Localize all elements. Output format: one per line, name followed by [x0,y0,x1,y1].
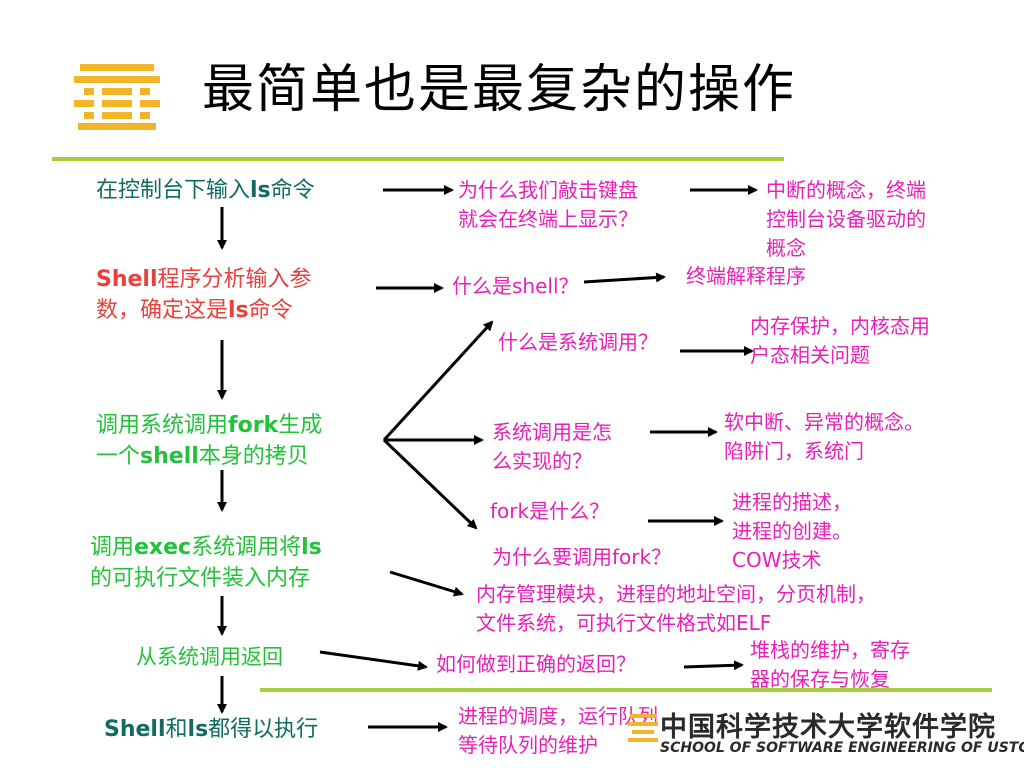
question-line: 进程的调度，运行队列 [458,704,658,728]
answer-interrupt: 中断的概念，终端 控制台设备驱动的 概念 [766,176,926,263]
step-4-text: 的可执行文件装入内存 [90,566,311,591]
question-line: 如何做到正确的返回？ [436,652,636,676]
step-3-fork: fork [228,413,279,438]
question-fork: fork是什么？ [490,497,609,526]
step-4-text: 系统调用将 [191,535,302,560]
answer-stack: 堆栈的维护，寄存 器的保存与恢复 [750,636,910,694]
step-2-text: 命令 [248,298,293,323]
question-schedule: 进程的调度，运行队列 等待队列的维护 [458,702,658,760]
question-line: 什么是shell？ [452,274,579,298]
flow-arrow [583,272,666,284]
flow-arrow [389,570,464,597]
question-syscall-impl: 系统调用是怎 么实现的？ [492,418,612,476]
page-title: 最简单也是最复杂的操作 [202,60,797,120]
answer-line: 堆栈的维护，寄存 [750,638,910,662]
step-6-text: 和 [165,717,188,742]
answer-line: 陷阱门，系统门 [724,439,864,463]
flow-arrow [319,650,428,671]
answer-line: 软中断、异常的概念。 [724,410,924,434]
answer-line: 器的保存与恢复 [750,667,890,691]
step-3-text: 调用系统调用 [96,413,229,438]
logo-icon [74,64,160,130]
question-return: 如何做到正确的返回？ [436,650,636,679]
step-4: 调用exec系统调用将ls 的可执行文件装入内存 [90,532,322,594]
step-4-cmd: ls [301,535,322,560]
answer-line: 终端解释程序 [686,264,806,288]
question-line: 系统调用是怎 [492,420,612,444]
step-1-text: 命令 [270,178,315,203]
answer-soft-interrupt: 软中断、异常的概念。 陷阱门，系统门 [724,408,924,466]
question-line: fork是什么？ [490,499,610,523]
question-line: 文件系统，可执行文件格式如ELF [476,611,772,635]
question-line: 为什么要调用fork？ [492,545,672,569]
answer-line: 户态相关问题 [750,343,870,367]
question-line: 什么是系统调用？ [498,330,658,354]
answer-memory-protect: 内存保护，内核态用 户态相关问题 [750,312,930,370]
step-3-text: 一个 [96,444,141,469]
flow-arrow [382,438,478,530]
question-line: 内存管理模块，进程的地址空间，分页机制， [476,582,876,606]
question-line: 就会在终端上显示？ [458,207,638,231]
step-1-cmd: ls [250,178,271,203]
answer-line: 进程的创建。 [732,519,852,543]
question-memory: 内存管理模块，进程的地址空间，分页机制， 文件系统，可执行文件格式如ELF [476,580,876,638]
step-2: Shell程序分析输入参 数，确定这是ls命令 [96,264,312,326]
step-6: Shell和ls都得以执行 [104,714,318,745]
question-line: 为什么我们敲击键盘 [458,178,638,202]
flow-arrow [382,320,494,442]
question-line: 么实现的？ [492,449,592,473]
title-underline [52,157,784,161]
step-2-text: 程序分析输入参 [157,267,312,292]
question-why-fork: 为什么要调用fork？ [492,543,671,572]
answer-line: 中断的概念，终端 [766,178,926,202]
step-2-cmd: ls [228,298,249,323]
step-6-shell: Shell [104,717,166,742]
school-name-en: SCHOOL OF SOFTWARE ENGINEERING OF USTC [660,740,1024,756]
step-2-text: 数，确定这是 [96,298,229,323]
step-3-shell: shell [140,444,199,469]
answer-line: COW技术 [732,548,822,572]
question-syscall: 什么是系统调用？ [498,328,658,357]
step-1: 在控制台下输入ls命令 [96,175,315,206]
school-name-cn: 中国科学技术大学软件学院 [660,712,996,743]
step-6-text: 都得以执行 [208,717,319,742]
step-4-text: 调用 [90,535,135,560]
question-shell: 什么是shell？ [452,272,579,301]
step-5: 从系统调用返回 [136,642,283,673]
school-emblem-icon [628,714,658,742]
step-3-text: 生成 [278,413,323,438]
question-line: 等待队列的维护 [458,733,598,757]
step-4-exec: exec [134,535,192,560]
answer-line: 控制台设备驱动的 [766,207,926,231]
answer-line: 进程的描述， [732,490,852,514]
step-5-text: 从系统调用返回 [136,645,283,669]
answer-interpreter: 终端解释程序 [686,262,806,291]
step-3-text: 本身的拷贝 [198,444,309,469]
flow-arrow [683,660,744,671]
step-3: 调用系统调用fork生成 一个shell本身的拷贝 [96,410,322,472]
step-1-text: 在控制台下输入 [96,178,251,203]
footer-rule [260,688,992,692]
question-keyboard: 为什么我们敲击键盘 就会在终端上显示？ [458,176,638,234]
step-2-shell: Shell [96,267,158,292]
answer-line: 内存保护，内核态用 [750,314,930,338]
answer-process: 进程的描述， 进程的创建。 COW技术 [732,488,852,575]
step-6-cmd: ls [187,717,209,742]
answer-line: 概念 [766,236,806,260]
